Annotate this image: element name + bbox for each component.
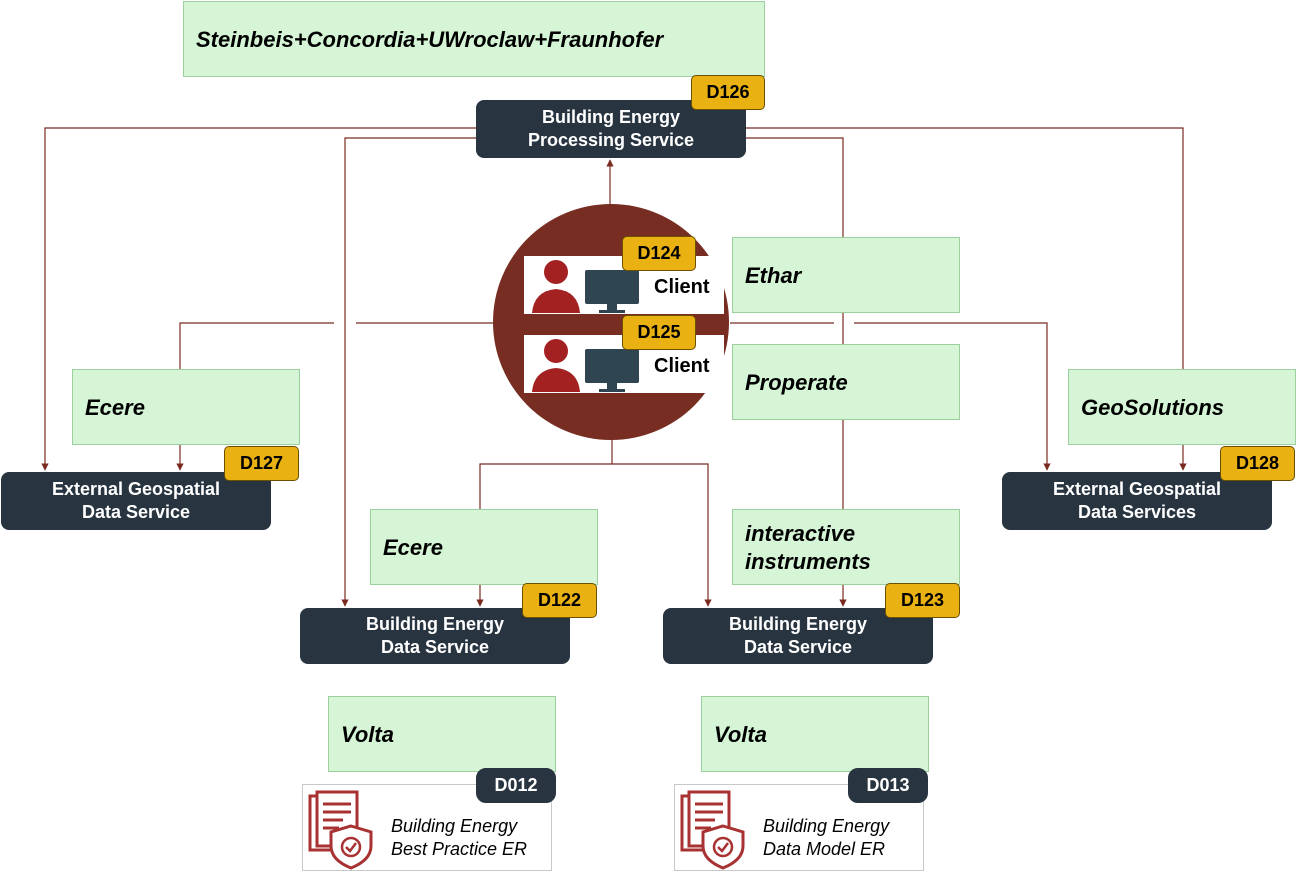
external-geospatial-service-right[interactable]: External Geospatial Data Services	[1002, 472, 1272, 530]
ext-left-line2: Data Service	[81, 502, 191, 522]
badge-d125: D125	[622, 315, 696, 350]
line-processing-to-data-right	[745, 137, 847, 607]
processing-service[interactable]: Building Energy Processing Service	[476, 100, 746, 158]
person-icon	[532, 260, 580, 313]
participant-volta-right-label: Volta	[714, 722, 767, 747]
badge-d122: D122	[522, 583, 597, 618]
participant-properate-box: Properate	[732, 344, 960, 420]
badge-d128: D128	[1220, 446, 1295, 481]
participant-interactive-instruments-label: interactive instruments	[745, 520, 871, 576]
badge-d013: D013	[848, 768, 928, 803]
processing-service-line2: Processing Service	[527, 130, 695, 150]
report-best-practice-line1: Building Energy	[391, 816, 518, 836]
document-shield-icon	[308, 790, 373, 870]
participant-ecere-left-label: Ecere	[85, 395, 145, 420]
participant-properate-label: Properate	[745, 370, 848, 395]
client-row-1[interactable]: Client	[524, 256, 724, 314]
participant-volta-left-label: Volta	[341, 722, 394, 747]
processing-service-line1: Building Energy	[541, 107, 680, 127]
monitor-icon	[585, 349, 639, 392]
line-processing-to-data-left	[341, 137, 476, 607]
data-right-line1: Building Energy	[728, 614, 867, 634]
external-geospatial-service-left[interactable]: External Geospatial Data Service	[1, 472, 271, 530]
participant-interactive-instruments-box: interactive instruments	[732, 509, 960, 585]
report-data-model-text: Building Energy Data Model ER	[763, 815, 889, 861]
person-icon	[532, 339, 580, 392]
monitor-icon	[585, 270, 639, 313]
participant-volta-right-box: Volta	[701, 696, 929, 772]
badge-d127: D127	[224, 446, 299, 481]
ext-left-line1: External Geospatial	[51, 479, 221, 499]
report-data-model-line2: Data Model ER	[763, 839, 886, 859]
ext-right-line2: Data Services	[1077, 502, 1197, 522]
badge-d012: D012	[476, 768, 556, 803]
badge-d126: D126	[691, 75, 765, 110]
participant-ethar-label: Ethar	[745, 263, 802, 288]
badge-d124: D124	[622, 236, 696, 271]
data-left-line2: Data Service	[380, 637, 490, 657]
badge-d123: D123	[885, 583, 960, 618]
client-label-2: Client	[654, 355, 710, 377]
line-client-to-ext-right	[854, 322, 1051, 471]
client-label-1: Client	[654, 276, 710, 298]
participant-geosolutions-box: GeoSolutions	[1068, 369, 1296, 445]
participant-ecere-mid-label: Ecere	[383, 535, 443, 560]
ext-right-line1: External Geospatial	[1052, 479, 1222, 499]
participant-ethar-box: Ethar	[732, 237, 960, 313]
interactive-line1: interactive	[745, 521, 856, 546]
participant-geosolutions-label: GeoSolutions	[1081, 395, 1224, 420]
interactive-line2: instruments	[745, 549, 871, 574]
participant-ecere-left-box: Ecere	[72, 369, 300, 445]
report-best-practice-text: Building Energy Best Practice ER	[391, 815, 527, 861]
participants-top-label: Steinbeis+Concordia+UWroclaw+Fraunhofer	[196, 27, 664, 52]
participant-volta-left-box: Volta	[328, 696, 556, 772]
line-processing-to-ext-right	[745, 127, 1187, 471]
participant-ecere-mid-box: Ecere	[370, 509, 598, 585]
report-best-practice-line2: Best Practice ER	[391, 839, 528, 859]
document-shield-icon	[680, 790, 745, 870]
data-right-line2: Data Service	[743, 637, 853, 657]
report-data-model-line1: Building Energy	[763, 816, 890, 836]
line-processing-to-ext-left	[41, 127, 476, 471]
report-best-practice[interactable]: Building Energy Best Practice ER	[302, 784, 552, 871]
line-client-to-data-right	[612, 463, 712, 607]
data-left-line1: Building Energy	[365, 614, 504, 634]
participants-top-box: Steinbeis+Concordia+UWroclaw+Fraunhofer	[183, 1, 765, 77]
